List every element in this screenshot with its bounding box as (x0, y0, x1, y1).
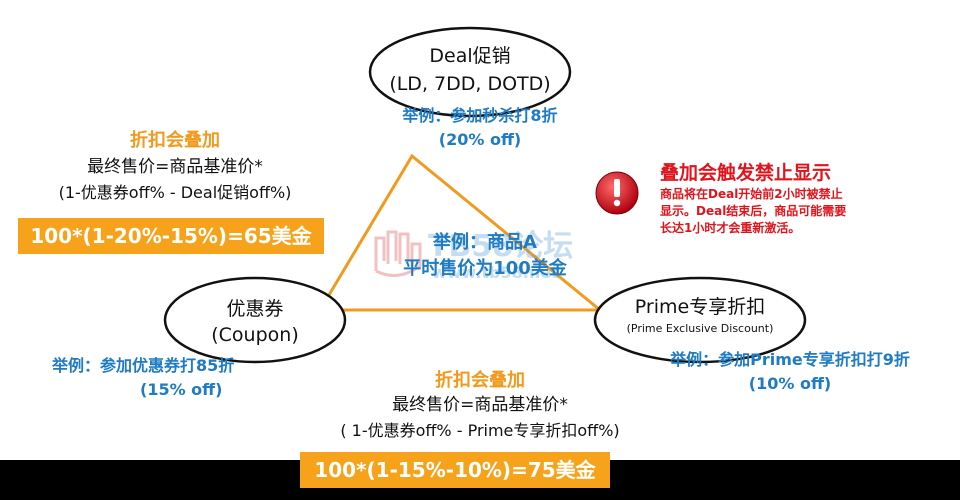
coupon-oval (163, 276, 347, 364)
deal-node: Deal促销 (LD, 7DD, DOTD) (380, 42, 560, 98)
warning-line3: 长达1小时才会重新激活。 (660, 221, 801, 235)
warning-body: 商品将在Deal开始前2小时被禁止 显示。Deal结束后，商品可能需要 长达1小… (660, 186, 960, 237)
discount-triangle (317, 153, 605, 312)
deal-title: Deal促销 (429, 45, 511, 67)
stack-left-heading: 折扣会叠加 (130, 130, 220, 151)
stack-left-block: 折扣会叠加 最终售价=商品基准价* (1-优惠券off% - Deal促销off… (10, 128, 340, 206)
stack-left-line2: (1-优惠券off% - Deal促销off%) (58, 183, 292, 202)
warning-line1: 商品将在Deal开始前2小时被禁止 (660, 187, 843, 201)
coupon-example-pct: (15% off) (140, 380, 223, 399)
prime-example-text: 举例：参加Prime专享折扣打9折 (670, 350, 910, 369)
stack-bottom-result: 100*(1-15%-10%)=75美金 (300, 452, 610, 488)
center-line2: 平时售价为100美金 (403, 258, 567, 279)
prime-example: 举例：参加Prime专享折扣打9折 (10% off) (630, 348, 950, 396)
coupon-subtitle: (Coupon) (211, 324, 299, 346)
stack-bottom-heading: 折扣会叠加 (435, 370, 525, 391)
stack-left-result: 100*(1-20%-15%)=65美金 (18, 218, 324, 254)
prime-title: Prime专享折扣 (634, 296, 766, 318)
stack-bottom-block: 折扣会叠加 最终售价=商品基准价* ( 1-优惠券off% - Prime专享折… (270, 368, 690, 443)
stack-bottom-line2: ( 1-优惠券off% - Prime专享折扣off%) (340, 421, 620, 440)
coupon-example-text: 举例：参加优惠券打85折 (52, 356, 235, 375)
prime-example-pct: (10% off) (748, 374, 832, 393)
deal-example: 举例：参加秒杀打8折 (20% off) (360, 104, 600, 152)
deal-example-pct: (20% off) (438, 130, 522, 149)
prime-node: Prime专享折扣 (Prime Exclusive Discount) (600, 296, 800, 340)
coupon-node: 优惠券 (Coupon) (175, 296, 335, 348)
prime-oval (593, 276, 807, 364)
prime-subtitle: (Prime Exclusive Discount) (626, 322, 774, 335)
exclamation-icon (592, 168, 642, 218)
coupon-example: 举例：参加优惠券打85折 (15% off) (52, 354, 332, 402)
diagram-canvas: TB58论坛 www.tb58.net 举例：商品A 平时售价为100美金 De… (0, 0, 960, 488)
deal-subtitle: (LD, 7DD, DOTD) (389, 73, 551, 95)
coupon-title: 优惠券 (226, 298, 284, 320)
warning-heading: 叠加会触发禁止显示 (660, 162, 832, 184)
warning-line2: 显示。Deal结束后，商品可能需要 (660, 204, 847, 218)
diagram-shapes (163, 26, 807, 364)
stack-left-line1: 最终售价=商品基准价* (87, 157, 263, 177)
stack-bottom-line1: 最终售价=商品基准价* (392, 395, 568, 415)
deal-oval (368, 26, 572, 118)
center-example: 举例：商品A 平时售价为100美金 (360, 230, 610, 282)
deal-example-text: 举例：参加秒杀打8折 (402, 106, 558, 125)
center-line1: 举例：商品A (433, 232, 537, 253)
